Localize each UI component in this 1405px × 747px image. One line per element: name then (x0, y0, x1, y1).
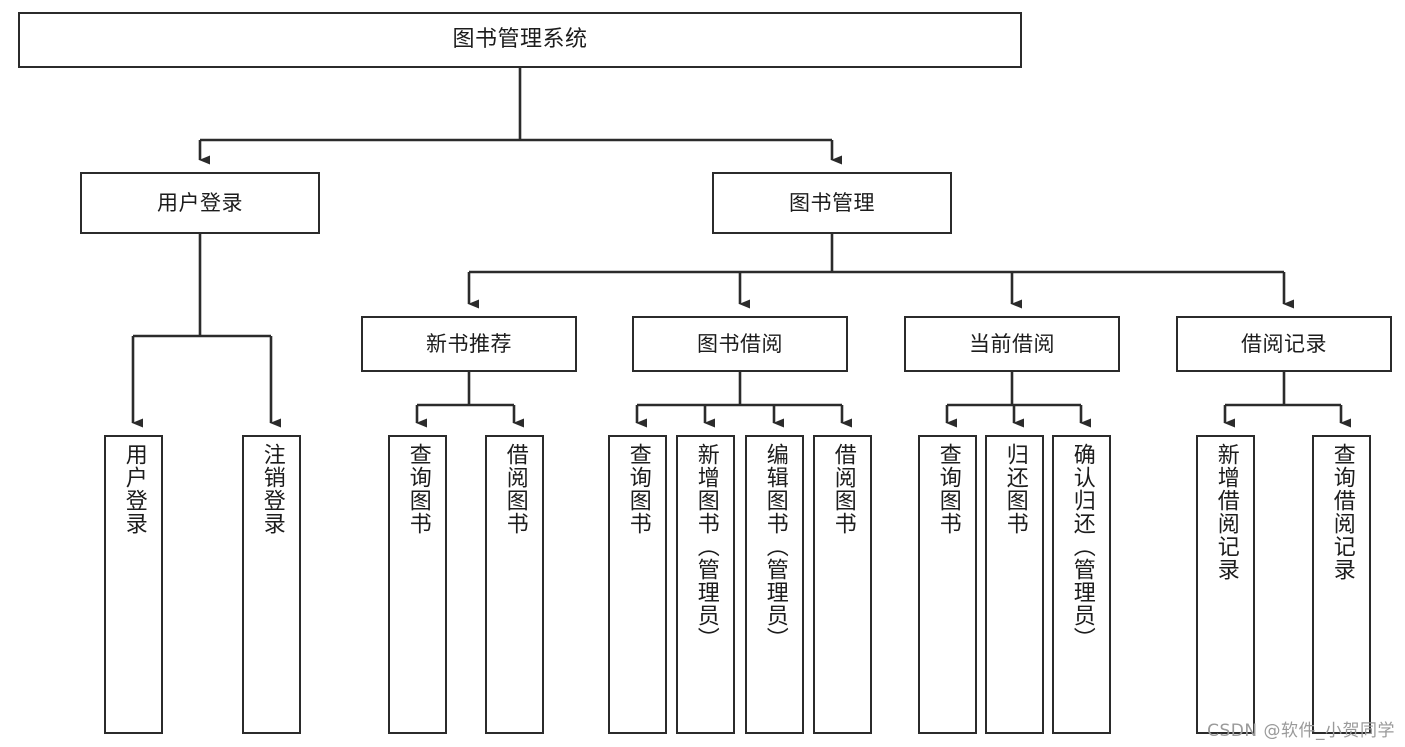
node-leaf-add-book-label: 新增图书（管理员） (693, 443, 719, 650)
node-leaf-query-book-3[interactable]: 查询图书 (918, 435, 977, 734)
node-leaf-add-record[interactable]: 新增借阅记录 (1196, 435, 1255, 734)
node-leaf-user-login-label: 用户登录 (121, 443, 147, 535)
node-leaf-query-book-2-label: 查询图书 (625, 443, 651, 535)
node-leaf-user-login[interactable]: 用户登录 (104, 435, 163, 734)
node-leaf-return-book-label: 归还图书 (1002, 443, 1028, 535)
node-current-borrow-label: 当前借阅 (969, 331, 1055, 356)
node-new-book-recommend-label: 新书推荐 (426, 331, 512, 356)
node-leaf-borrow-book-1-label: 借阅图书 (502, 443, 528, 535)
node-leaf-add-book[interactable]: 新增图书（管理员） (676, 435, 735, 734)
node-root[interactable]: 图书管理系统 (18, 12, 1022, 68)
node-leaf-query-book-1[interactable]: 查询图书 (388, 435, 447, 734)
node-leaf-edit-book-label: 编辑图书（管理员） (762, 443, 788, 650)
node-leaf-add-record-label: 新增借阅记录 (1213, 443, 1239, 581)
node-leaf-confirm-return[interactable]: 确认归还（管理员） (1052, 435, 1111, 734)
node-leaf-logout[interactable]: 注销登录 (242, 435, 301, 734)
node-leaf-query-book-2[interactable]: 查询图书 (608, 435, 667, 734)
node-leaf-logout-label: 注销登录 (259, 443, 285, 535)
node-book-manage[interactable]: 图书管理 (712, 172, 952, 234)
node-root-label: 图书管理系统 (452, 27, 588, 53)
node-book-borrow-label: 图书借阅 (697, 331, 783, 356)
node-user-login[interactable]: 用户登录 (80, 172, 320, 234)
node-leaf-return-book[interactable]: 归还图书 (985, 435, 1044, 734)
node-user-login-label: 用户登录 (157, 190, 243, 215)
node-book-borrow[interactable]: 图书借阅 (632, 316, 848, 372)
node-leaf-query-book-3-label: 查询图书 (935, 443, 961, 535)
node-leaf-query-book-1-label: 查询图书 (405, 443, 431, 535)
node-current-borrow[interactable]: 当前借阅 (904, 316, 1120, 372)
node-leaf-borrow-book-1[interactable]: 借阅图书 (485, 435, 544, 734)
node-leaf-query-record[interactable]: 查询借阅记录 (1312, 435, 1371, 734)
node-leaf-borrow-book-2[interactable]: 借阅图书 (813, 435, 872, 734)
node-leaf-confirm-return-label: 确认归还（管理员） (1069, 443, 1095, 650)
node-borrow-record[interactable]: 借阅记录 (1176, 316, 1392, 372)
node-leaf-query-record-label: 查询借阅记录 (1329, 443, 1355, 581)
node-leaf-borrow-book-2-label: 借阅图书 (830, 443, 856, 535)
node-borrow-record-label: 借阅记录 (1241, 331, 1327, 356)
watermark: CSDN @软件_小贺同学 (1207, 721, 1395, 741)
node-book-manage-label: 图书管理 (789, 190, 875, 215)
node-leaf-edit-book[interactable]: 编辑图书（管理员） (745, 435, 804, 734)
node-new-book-recommend[interactable]: 新书推荐 (361, 316, 577, 372)
